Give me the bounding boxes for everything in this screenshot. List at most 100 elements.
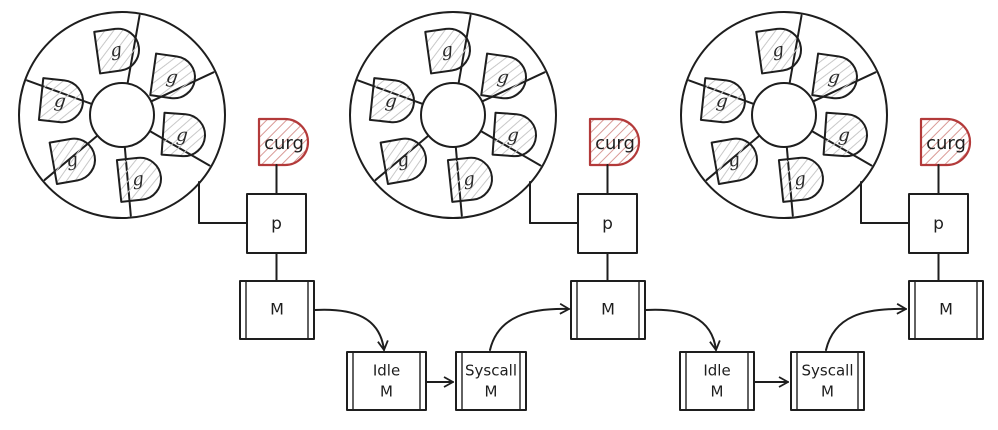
curg-label: curg: [926, 133, 966, 154]
syscall-m-1-label-line2: M: [485, 383, 498, 401]
current-goroutine-curg: curg: [919, 117, 972, 167]
goroutine-g-label: g: [715, 90, 729, 112]
processor-p-1: p: [246, 193, 307, 254]
curg-shape: [257, 117, 310, 167]
goroutine-g: g: [755, 27, 802, 75]
syscall-m-1-label-line1: Syscall: [465, 362, 517, 380]
idle-m-1-label-line1: Idle: [373, 362, 400, 380]
curg-shape: [919, 117, 972, 167]
goroutine-g-shape: [379, 137, 427, 185]
goroutine-g: g: [491, 111, 537, 158]
goroutine-g: g: [424, 27, 471, 75]
goroutine-g: g: [710, 137, 758, 185]
goroutine-g-shape: [424, 27, 471, 75]
goroutine-g-shape: [491, 111, 537, 158]
goroutine-g-shape: [93, 27, 140, 75]
goroutine-g-shape: [755, 27, 802, 75]
goroutine-g-label: g: [440, 39, 454, 61]
goroutine-g-label: g: [462, 168, 476, 190]
run-queue-outer-ring: [18, 11, 226, 219]
goroutine-g-shape: [160, 111, 206, 158]
goroutine-g-label: g: [53, 90, 67, 112]
p-label: p: [602, 214, 613, 234]
machine-m-3-frame: [908, 280, 984, 340]
goroutine-g-label: g: [396, 149, 411, 172]
goroutine-g: g: [822, 111, 868, 158]
goroutine-g: g: [160, 111, 206, 158]
goroutine-g-label: g: [771, 39, 785, 61]
syscall-m-2-label-line1: Syscall: [802, 362, 854, 380]
idle-m-2-frame: [679, 351, 755, 411]
current-goroutine-curg: curg: [588, 117, 641, 167]
goroutine-g-label: g: [496, 66, 510, 88]
machine-m-2-label: M: [601, 300, 615, 319]
current-goroutine-curg: curg: [257, 117, 310, 167]
goroutine-g: g: [379, 137, 427, 185]
idle-m-2-label-line2: M: [711, 383, 724, 401]
goroutine-g-shape: [811, 52, 858, 100]
run-queue-hub: [89, 82, 155, 148]
p-label: p: [933, 214, 944, 234]
goroutine-g: g: [699, 77, 746, 124]
run-queue-outer-ring: [349, 11, 557, 219]
goroutine-g-shape: [149, 52, 196, 100]
machine-m-2: M: [570, 280, 646, 340]
goroutine-g: g: [37, 77, 84, 124]
goroutine-g-shape: [37, 77, 84, 124]
goroutine-g-label: g: [131, 168, 145, 190]
idle-m-2-label-line1: Idle: [703, 362, 730, 380]
idle-m-1-label-line2: M: [380, 383, 393, 401]
arrow-m1-to-idle1: [314, 308, 389, 351]
goroutine-g: g: [446, 156, 493, 203]
machine-m-1-label: M: [270, 300, 284, 319]
machine-m-1: M: [239, 280, 315, 340]
run-queue-outer-ring: [680, 11, 888, 219]
machine-m-3: M: [908, 280, 984, 340]
goroutine-g-shape: [822, 111, 868, 158]
goroutine-g-label: g: [384, 90, 398, 112]
run-queue-1: g g g g g g: [18, 11, 226, 219]
idle-m-1-frame: [346, 351, 427, 411]
goroutine-g-shape: [115, 156, 162, 203]
goroutine-g-shape: [368, 77, 415, 124]
goroutine-g: g: [48, 137, 96, 185]
syscall-m-2-frame: [790, 351, 865, 411]
machine-m-3-label: M: [939, 300, 953, 319]
run-queue-hub: [420, 82, 486, 148]
processor-p-2: p: [577, 193, 638, 254]
goroutine-g: g: [149, 52, 196, 100]
goroutine-g: g: [811, 52, 858, 100]
goroutine-g-shape: [446, 156, 493, 203]
goroutine-g-shape: [777, 156, 824, 203]
curg-shape: [588, 117, 641, 167]
run-queue-hub: [751, 82, 817, 148]
goroutine-g: g: [115, 156, 162, 203]
goroutine-g-shape: [699, 77, 746, 124]
curg-label: curg: [595, 133, 635, 154]
goroutine-g-label: g: [165, 66, 179, 88]
goroutine-g: g: [480, 52, 527, 100]
arrow-syscall1-to-m2: [489, 302, 570, 351]
goroutine-g: g: [93, 27, 140, 75]
goroutine-g-label: g: [109, 39, 123, 61]
p-label: p: [271, 214, 282, 234]
syscall-m-1-frame: [455, 351, 527, 411]
goroutine-g-label: g: [727, 149, 742, 172]
processor-p-3: p: [908, 193, 969, 254]
goroutine-g-label: g: [837, 125, 850, 147]
goroutine-g: g: [777, 156, 824, 203]
goroutine-g-label: g: [65, 149, 80, 172]
goroutine-g-label: g: [175, 125, 188, 147]
goroutine-g-shape: [48, 137, 96, 185]
goroutine-g-shape: [710, 137, 758, 185]
goroutine-g-shape: [480, 52, 527, 100]
syscall-m-2-label-line2: M: [821, 383, 834, 401]
curg-label: curg: [264, 133, 304, 154]
